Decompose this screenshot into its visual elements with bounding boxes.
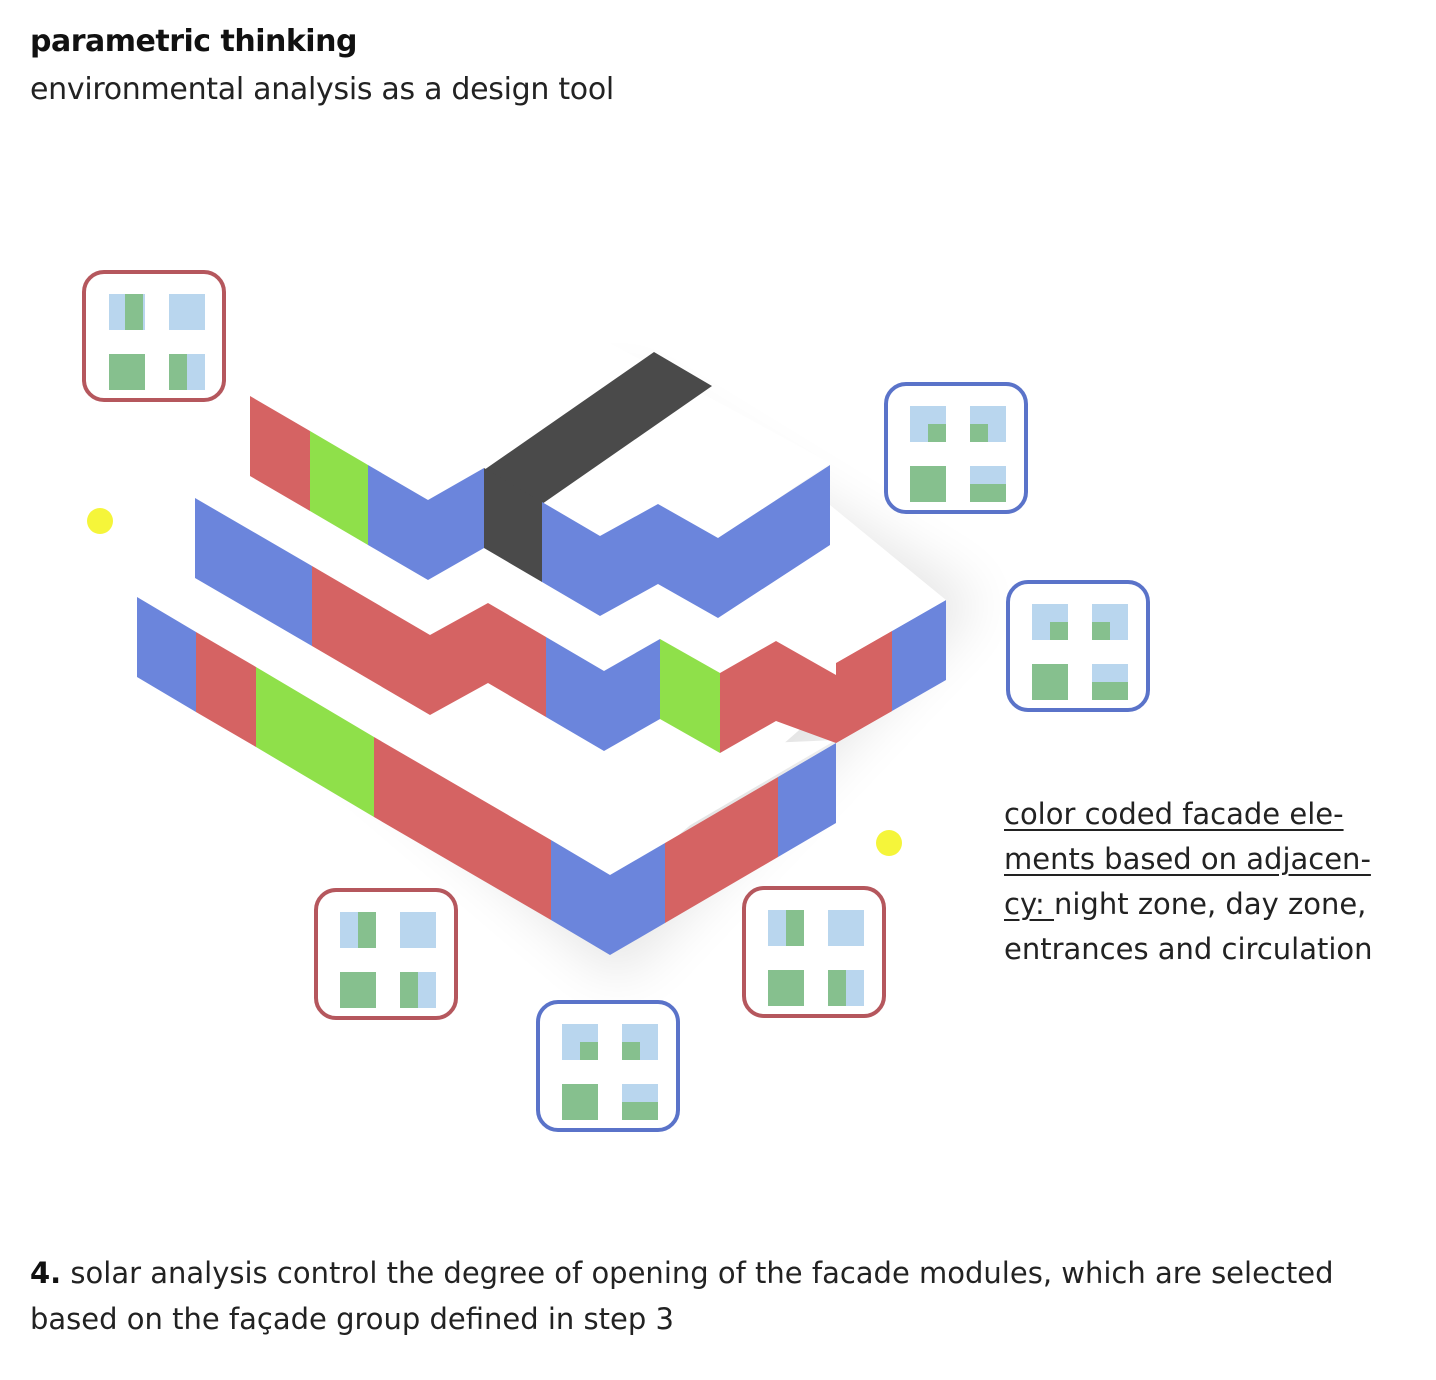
step-caption: 4. solar analysis control the degree of … <box>30 1250 1410 1342</box>
note-line-1: color coded facade ele- <box>1004 797 1344 831</box>
facade-module-red <box>82 270 226 402</box>
color-code-note: color coded facade ele- ments based on a… <box>1004 792 1374 972</box>
tier1-facade-se <box>610 743 836 955</box>
note-line-3: cy: night zone, day zone, <box>1004 882 1374 927</box>
step-text: solar analysis control the degree of ope… <box>30 1256 1334 1336</box>
tier3-facade-sw <box>250 396 428 580</box>
note-line-3-rest: night zone, day zone, <box>1054 887 1367 921</box>
tier2-facade-steps <box>430 603 836 753</box>
sun-marker-south <box>876 830 902 856</box>
facade-module-blue <box>884 382 1028 514</box>
step-number: 4. <box>30 1256 62 1290</box>
facade-module-blue <box>536 1000 680 1132</box>
note-line-3-underlined: cy: <box>1004 887 1054 921</box>
facade-module-red <box>742 886 886 1018</box>
core-top <box>484 352 712 504</box>
diagram-subtitle: environmental analysis as a design tool <box>30 72 614 107</box>
tier1-facade-sw <box>137 597 610 955</box>
diagram-title: parametric thinking <box>30 24 357 59</box>
facade-module-red <box>314 888 458 1020</box>
note-line-4: entrances and circulation <box>1004 932 1373 966</box>
note-line-2: ments based on adjacen- <box>1004 842 1371 876</box>
sun-marker-west <box>87 508 113 534</box>
tier3-top <box>250 270 830 540</box>
facade-module-blue <box>1006 580 1150 712</box>
tier3-facade-se <box>428 465 830 618</box>
tier2-facade-sw <box>195 498 430 715</box>
tier1-east-column <box>836 600 946 743</box>
